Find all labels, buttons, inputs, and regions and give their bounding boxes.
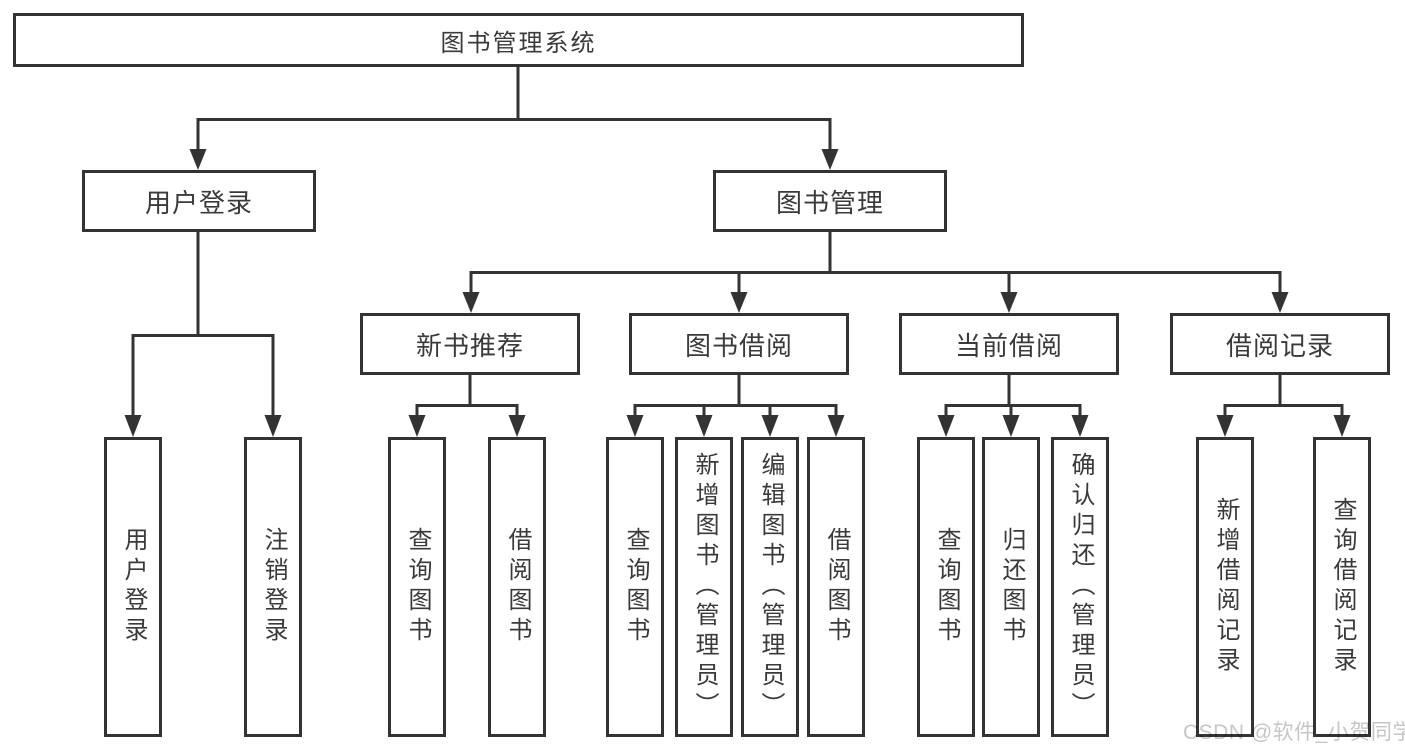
leaf-cb-return-books: 归还图书 [982, 437, 1040, 737]
leaf-nbr-borrow-books: 借阅图书 [488, 437, 546, 737]
node-borrow-records: 借阅记录 [1170, 313, 1390, 375]
leaf-bb-query-books: 查询图书 [606, 437, 664, 737]
watermark: CSDN @软件_小贺同学 [1183, 721, 1405, 744]
leaf-nbr-query-books-label: 查询图书 [404, 527, 431, 647]
leaf-br-query-record: 查询借阅记录 [1313, 437, 1371, 737]
arrowheads [124, 149, 1351, 437]
leaf-logout-label: 注销登录 [260, 527, 287, 647]
leaf-bb-borrow-books-label: 借阅图书 [823, 527, 850, 647]
node-user-login: 用户登录 [82, 170, 316, 232]
leaf-bb-query-books-label: 查询图书 [622, 527, 649, 647]
node-new-book-recommend-label: 新书推荐 [415, 330, 524, 361]
leaf-bb-edit-books-admin-label: 编辑图书（管理员） [757, 452, 784, 722]
leaf-user-login: 用户登录 [104, 437, 162, 737]
node-book-borrow-label: 图书借阅 [684, 330, 793, 361]
leaf-cb-query-books-label: 查询图书 [933, 527, 960, 647]
leaf-nbr-query-books: 查询图书 [388, 437, 446, 737]
node-current-borrow-label: 当前借阅 [954, 330, 1063, 361]
leaf-nbr-borrow-books-label: 借阅图书 [504, 527, 531, 647]
node-current-borrow: 当前借阅 [899, 313, 1119, 375]
node-book-management: 图书管理 [713, 170, 947, 232]
node-user-login-label: 用户登录 [144, 187, 253, 218]
node-borrow-records-label: 借阅记录 [1225, 330, 1334, 361]
leaf-cb-query-books: 查询图书 [917, 437, 975, 737]
leaf-logout: 注销登录 [244, 437, 302, 737]
leaf-cb-confirm-return-admin: 确认归还（管理员） [1051, 437, 1109, 737]
node-root-label: 图书管理系统 [440, 29, 597, 57]
leaf-br-add-record-label: 新增借阅记录 [1212, 497, 1239, 677]
leaf-user-login-label: 用户登录 [120, 527, 147, 647]
node-book-management-label: 图书管理 [775, 187, 884, 218]
connector-lines [131, 67, 1344, 417]
leaf-bb-add-books-admin-label: 新增图书（管理员） [691, 452, 718, 722]
node-book-borrow: 图书借阅 [629, 313, 849, 375]
leaf-br-add-record: 新增借阅记录 [1196, 437, 1254, 737]
leaf-bb-borrow-books: 借阅图书 [807, 437, 865, 737]
node-new-book-recommend: 新书推荐 [360, 313, 580, 375]
leaf-bb-edit-books-admin: 编辑图书（管理员） [741, 437, 799, 737]
leaf-br-query-record-label: 查询借阅记录 [1329, 497, 1356, 677]
node-root: 图书管理系统 [13, 13, 1024, 67]
leaf-cb-confirm-return-admin-label: 确认归还（管理员） [1067, 452, 1094, 722]
leaf-bb-add-books-admin: 新增图书（管理员） [675, 437, 733, 737]
leaf-cb-return-books-label: 归还图书 [998, 527, 1025, 647]
